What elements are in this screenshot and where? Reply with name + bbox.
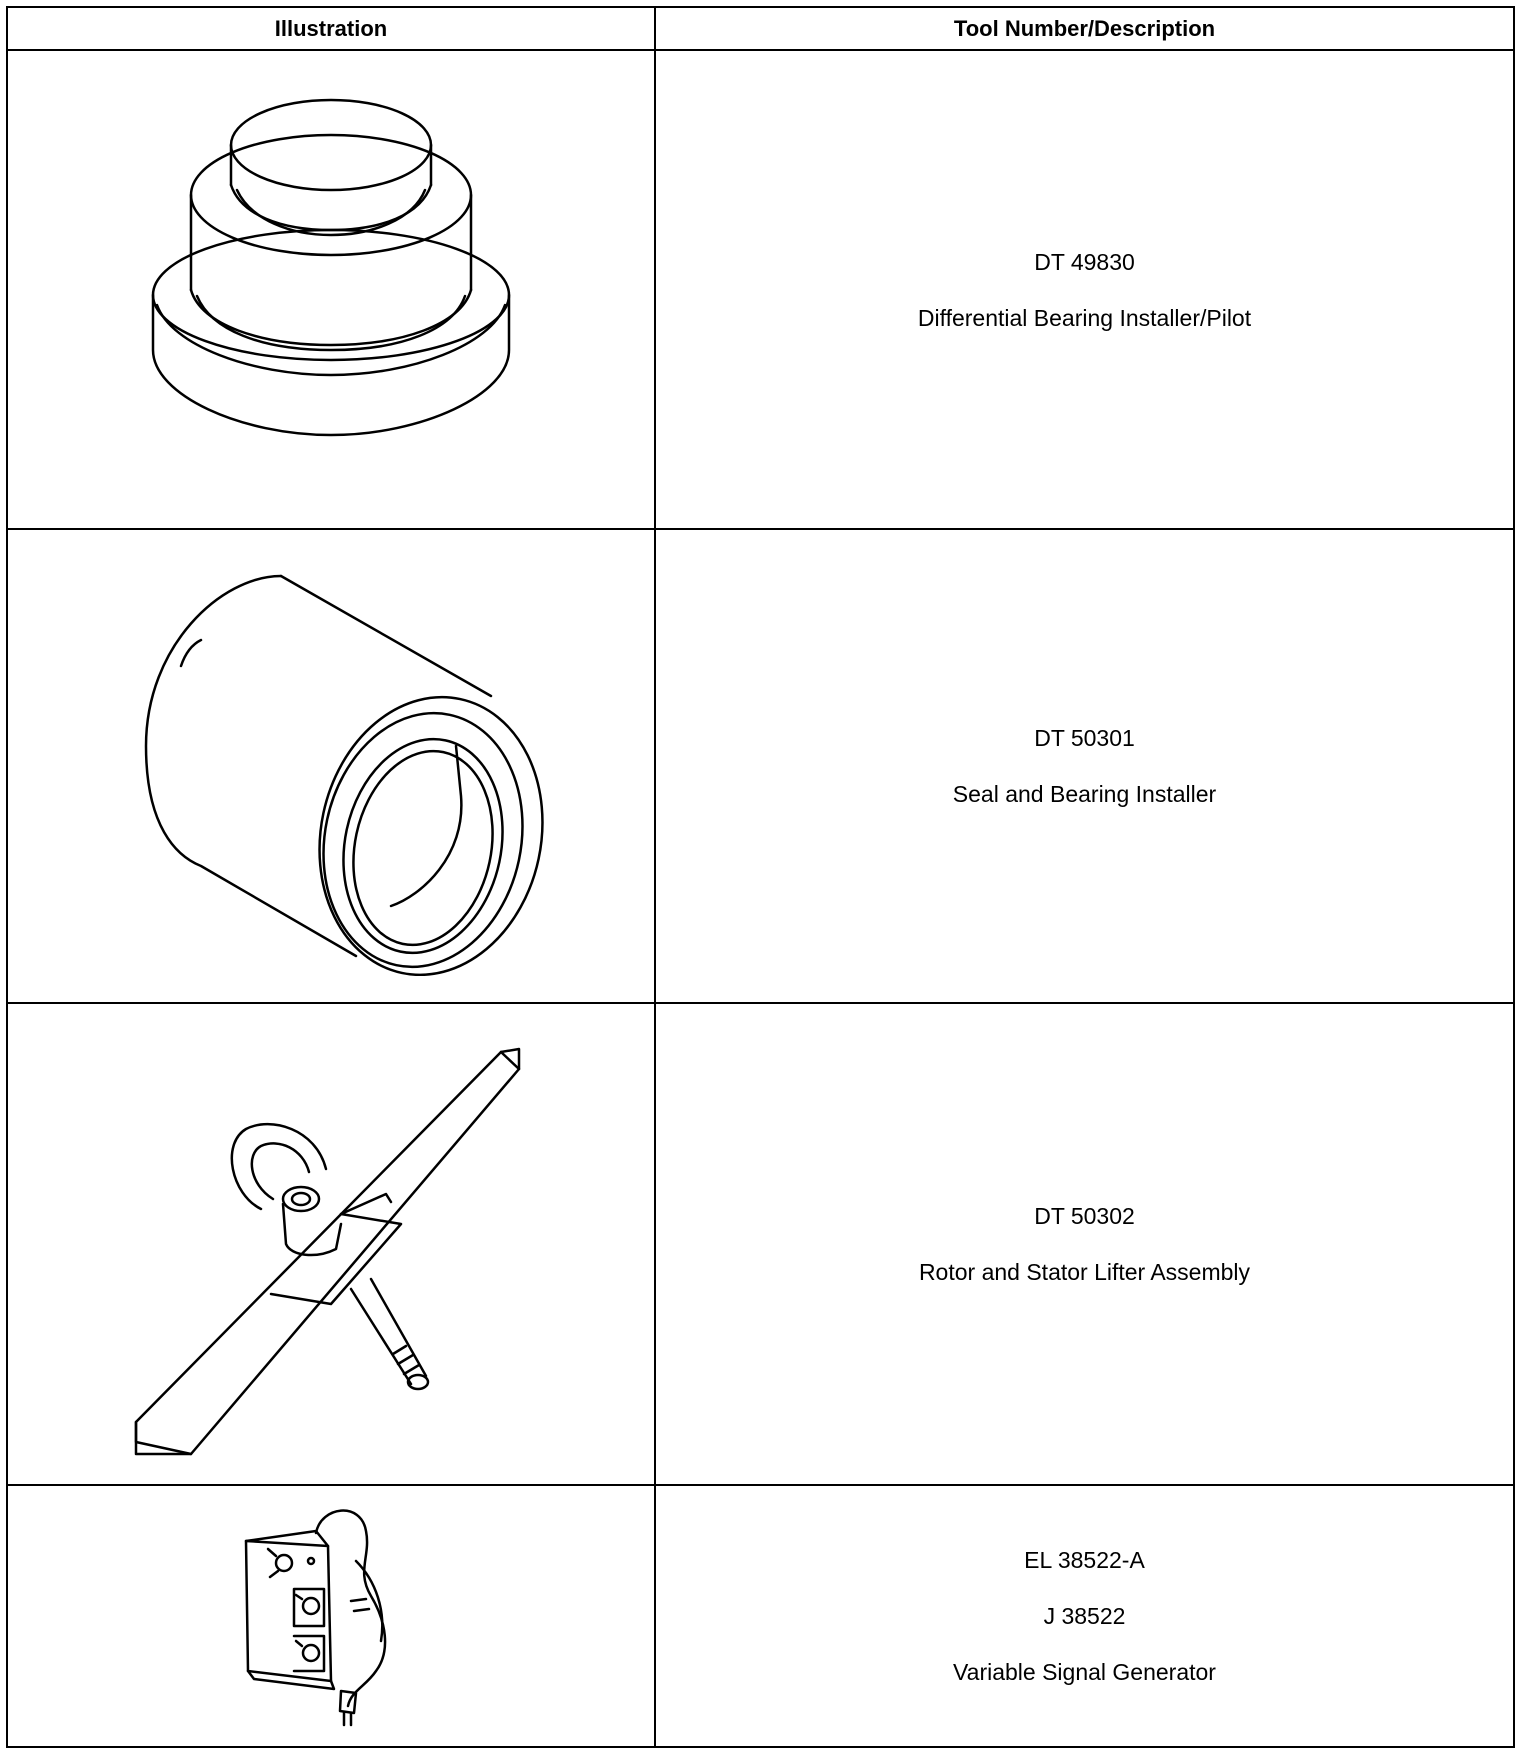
tool-description: Rotor and Stator Lifter Assembly [918, 1259, 1251, 1285]
illustration-cell [6, 528, 656, 1004]
table-row: DT 50302 Rotor and Stator Lifter Assembl… [6, 1002, 1515, 1486]
tool-description-cell: EL 38522-A J 38522 Variable Signal Gener… [654, 1484, 1515, 1748]
illustration-cell [6, 1484, 656, 1748]
tool-number: EL 38522-A [1024, 1547, 1145, 1573]
tool-number: DT 50302 [1034, 1203, 1135, 1229]
tool-description: Seal and Bearing Installer [952, 781, 1217, 807]
special-tools-table: Illustration Tool Number/Description [6, 6, 1515, 1748]
header-illustration: Illustration [6, 6, 656, 51]
tool-number: DT 50301 [1034, 725, 1135, 751]
tool-description-cell: DT 50302 Rotor and Stator Lifter Assembl… [654, 1002, 1515, 1486]
tool-description-cell: DT 50301 Seal and Bearing Installer [654, 528, 1515, 1004]
illustration-cell [6, 1002, 656, 1486]
tool-number: DT 49830 [1034, 248, 1135, 275]
tool-description: Variable Signal Generator [953, 1659, 1216, 1685]
header-tool-number-description: Tool Number/Description [654, 6, 1515, 51]
tool-description-cell: DT 49830 Differential Bearing Installer/… [654, 49, 1515, 530]
seal-bearing-installer-illustration [144, 574, 544, 976]
tool-description: Differential Bearing Installer/Pilot [917, 304, 1252, 331]
lifter-assembly-illustration [134, 1047, 521, 1456]
signal-generator-illustration [244, 1509, 387, 1727]
table-header-row: Illustration Tool Number/Description [6, 6, 1515, 51]
table-row: EL 38522-A J 38522 Variable Signal Gener… [6, 1484, 1515, 1748]
table-row: DT 49830 Differential Bearing Installer/… [6, 49, 1515, 530]
installer-pilot-illustration [151, 98, 511, 436]
tool-number-alternate: J 38522 [1043, 1603, 1126, 1629]
table-row: DT 50301 Seal and Bearing Installer [6, 528, 1515, 1004]
illustration-cell [6, 49, 656, 530]
